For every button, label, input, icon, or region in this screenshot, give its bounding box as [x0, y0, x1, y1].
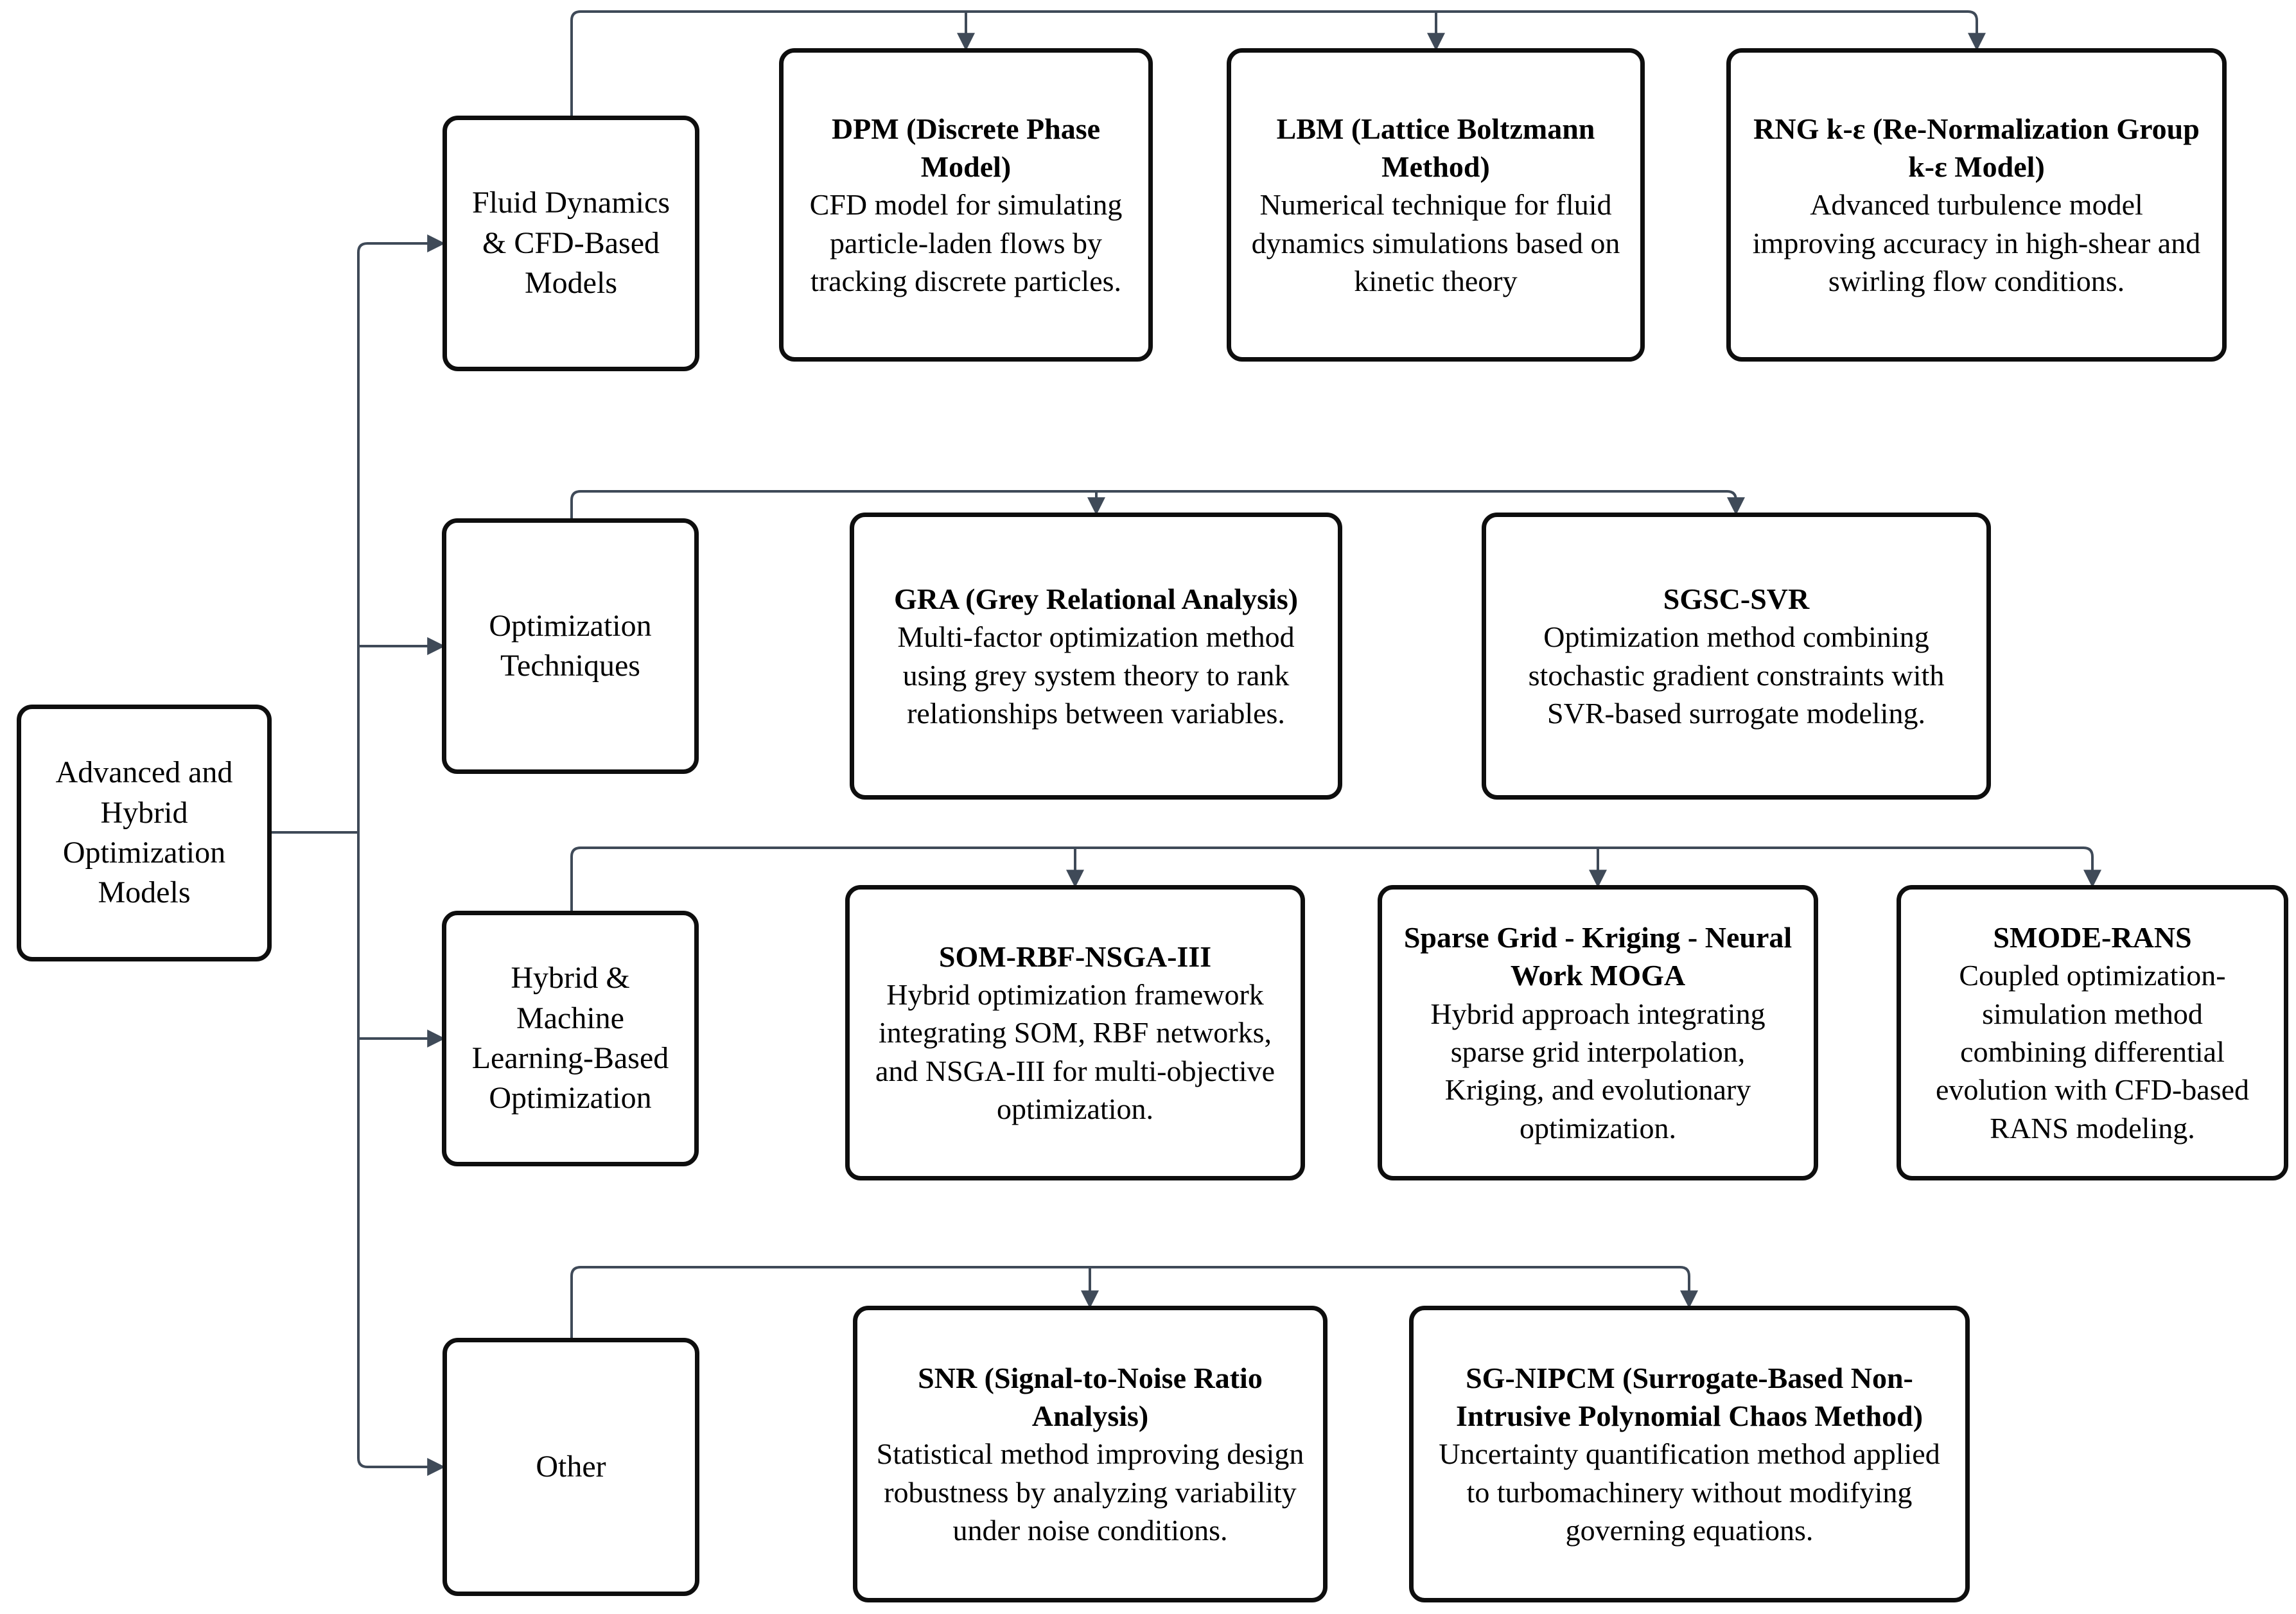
- connector-root-to-row4: [357, 832, 446, 1476]
- connector-row1-trunk: [570, 10, 1986, 116]
- leaf-sg-nipcm: SG-NIPCM (Surrogate-Based Non-Intrusive …: [1409, 1306, 1970, 1602]
- leaf-gra-title: GRA (Grey Relational Analysis): [893, 582, 1299, 615]
- leaf-snr-desc: Statistical method improving design robu…: [876, 1437, 1304, 1547]
- leaf-gra: GRA (Grey Relational Analysis) Multi-fac…: [850, 513, 1342, 800]
- leaf-sgsc-svr-title: SGSC-SVR: [1663, 582, 1810, 615]
- leaf-lbm-desc: Numerical technique for fluid dynamics s…: [1251, 188, 1620, 297]
- root-node: Advanced and Hybrid Optimization Models: [17, 705, 272, 961]
- leaf-smode-rans-desc: Coupled optimization-simulation method c…: [1935, 959, 2250, 1145]
- leaf-smode-rans-title: SMODE-RANS: [1993, 921, 2192, 954]
- leaf-rng-desc: Advanced turbulence model improving accu…: [1752, 188, 2201, 297]
- leaf-sparse-grid-desc: Hybrid approach integrating sparse grid …: [1430, 997, 1766, 1145]
- leaf-som-rbf-nsga: SOM-RBF-NSGA-III Hybrid optimization fra…: [845, 885, 1305, 1180]
- leaf-lbm: LBM (Lattice Boltzmann Method) Numerical…: [1227, 48, 1645, 362]
- leaf-dpm-desc: CFD model for simulating particle-laden …: [809, 188, 1123, 297]
- leaf-rng-k-epsilon: RNG k-ε (Re-Normalization Group k-ε Mode…: [1726, 48, 2227, 362]
- leaf-som-rbf-nsga-title: SOM-RBF-NSGA-III: [938, 940, 1212, 973]
- leaf-som-rbf-nsga-desc: Hybrid optimization framework integratin…: [875, 978, 1275, 1125]
- leaf-snr-title: SNR (Signal-to-Noise Ratio Analysis): [918, 1361, 1263, 1432]
- leaf-lbm-title: LBM (Lattice Boltzmann Method): [1276, 112, 1595, 183]
- connector-root-to-row1: [271, 243, 438, 834]
- connector-row2-trunk: [570, 490, 1745, 518]
- leaf-sg-nipcm-desc: Uncertainty quantification method applie…: [1439, 1437, 1940, 1547]
- leaf-dpm-title: DPM (Discrete Phase Model): [831, 112, 1101, 183]
- connector-row4-trunk: [570, 1266, 1698, 1338]
- category-hybrid-ml-optimization: Hybrid & Machine Learning-Based Optimiza…: [442, 911, 699, 1166]
- leaf-rng-title: RNG k-ε (Re-Normalization Group k-ε Mode…: [1753, 112, 2200, 183]
- leaf-smode-rans: SMODE-RANS Coupled optimization-simulati…: [1897, 885, 2288, 1180]
- category-other: Other: [443, 1338, 699, 1596]
- leaf-sparse-grid-title: Sparse Grid - Kriging - Neural Work MOGA: [1403, 921, 1792, 992]
- leaf-dpm: DPM (Discrete Phase Model) CFD model for…: [779, 48, 1153, 362]
- leaf-sgsc-svr: SGSC-SVR Optimization method combining s…: [1482, 513, 1991, 800]
- leaf-snr: SNR (Signal-to-Noise Ratio Analysis) Sta…: [853, 1306, 1328, 1602]
- connector-row3-trunk: [570, 846, 2101, 911]
- leaf-gra-desc: Multi-factor optimization method using g…: [897, 620, 1295, 730]
- category-fluid-dynamics: Fluid Dynamics & CFD-Based Models: [443, 116, 699, 371]
- category-optimization-techniques: Optimization Techniques: [442, 518, 699, 774]
- leaf-sgsc-svr-desc: Optimization method combining stochastic…: [1528, 620, 1945, 730]
- leaf-sparse-grid-kriging-moga: Sparse Grid - Kriging - Neural Work MOGA…: [1378, 885, 1818, 1180]
- leaf-sg-nipcm-title: SG-NIPCM (Surrogate-Based Non-Intrusive …: [1455, 1361, 1924, 1432]
